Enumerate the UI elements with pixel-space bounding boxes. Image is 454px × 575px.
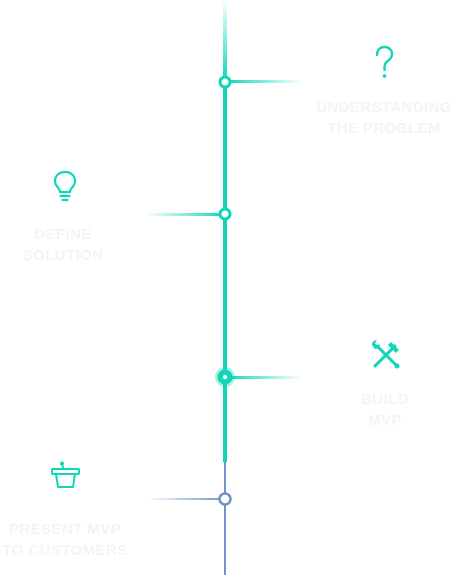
lightbulb-icon [53,170,77,202]
step-label-line: BUILD [361,391,409,408]
node-present [218,492,232,506]
step-label-line: DEFINE [34,226,92,243]
timeline-line-fade [223,0,227,80]
node-define [218,207,232,221]
node-understanding [218,75,232,89]
question-mark-icon [375,45,394,78]
podium-icon [51,461,80,488]
tools-icon [372,340,400,369]
step-label-line: MVP [368,412,402,429]
step-label-build: BUILD MVP [300,389,454,431]
timeline-line-remaining [224,462,226,575]
step-label-line: SOLUTION [22,247,104,264]
step-label-line: THE PROBLEM [327,120,441,137]
connector-understanding [226,80,302,83]
step-label-define: DEFINE SOLUTION [0,224,148,266]
step-label-line: TO CUSTOMERS [2,542,128,559]
connector-build [226,376,302,379]
timeline-line-progress [223,80,227,462]
connector-present [146,498,225,500]
connector-define [146,213,225,216]
step-label-present: PRESENT MVP TO CUSTOMERS [0,519,150,561]
step-label-line: UNDERSTANDING [316,99,452,116]
node-build [215,367,235,387]
step-label-understanding: UNDERSTANDING THE PROBLEM [299,97,454,139]
step-label-line: PRESENT MVP [9,521,121,538]
